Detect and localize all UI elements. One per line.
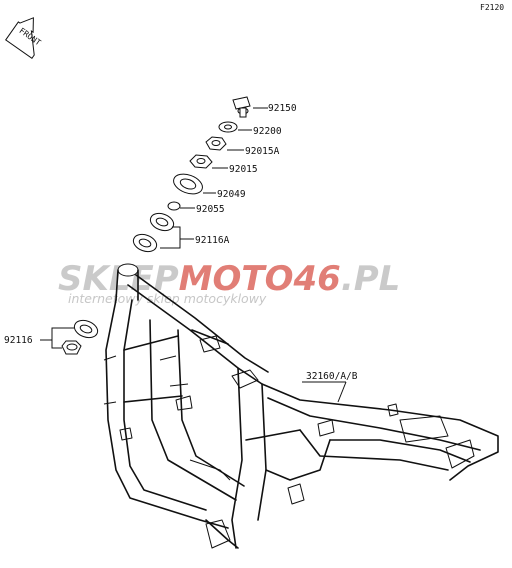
diagram-code: F2120 [480,3,504,12]
callout-92049: 92049 [217,189,246,200]
watermark-brand-red: MOTO46 [179,259,341,299]
svg-text:SKLEPMOTO46.PL: SKLEPMOTO46.PL [58,259,400,299]
callout-32160: 32160/A/B [306,371,358,382]
callout-92015a: 92015A [245,146,280,157]
callout-92116: 92116 [4,335,33,346]
callout-92015: 92015 [229,164,258,175]
watermark-brand-suffix: .PL [341,259,401,299]
frame-32160 [103,263,499,549]
part-92049-seal [173,173,216,195]
part-92015-nut [189,154,228,169]
callout-92200: 92200 [253,126,282,137]
part-92055-o-ring [167,201,195,211]
part-92200-washer [218,121,252,133]
part-92116-bearings [40,319,99,355]
part-92015a-nut [205,136,244,151]
watermark: SKLEPMOTO46.PL internetowy sklep motocyk… [58,259,400,306]
callout-92116a: 92116A [195,235,230,246]
front-arrow-icon: FRONT [5,17,43,59]
callout-92055: 92055 [196,204,225,215]
part-92116a-bearings [132,212,194,253]
leader-32160-tip [337,381,347,403]
part-92150-bolt [232,96,268,118]
callout-92150: 92150 [268,103,297,114]
